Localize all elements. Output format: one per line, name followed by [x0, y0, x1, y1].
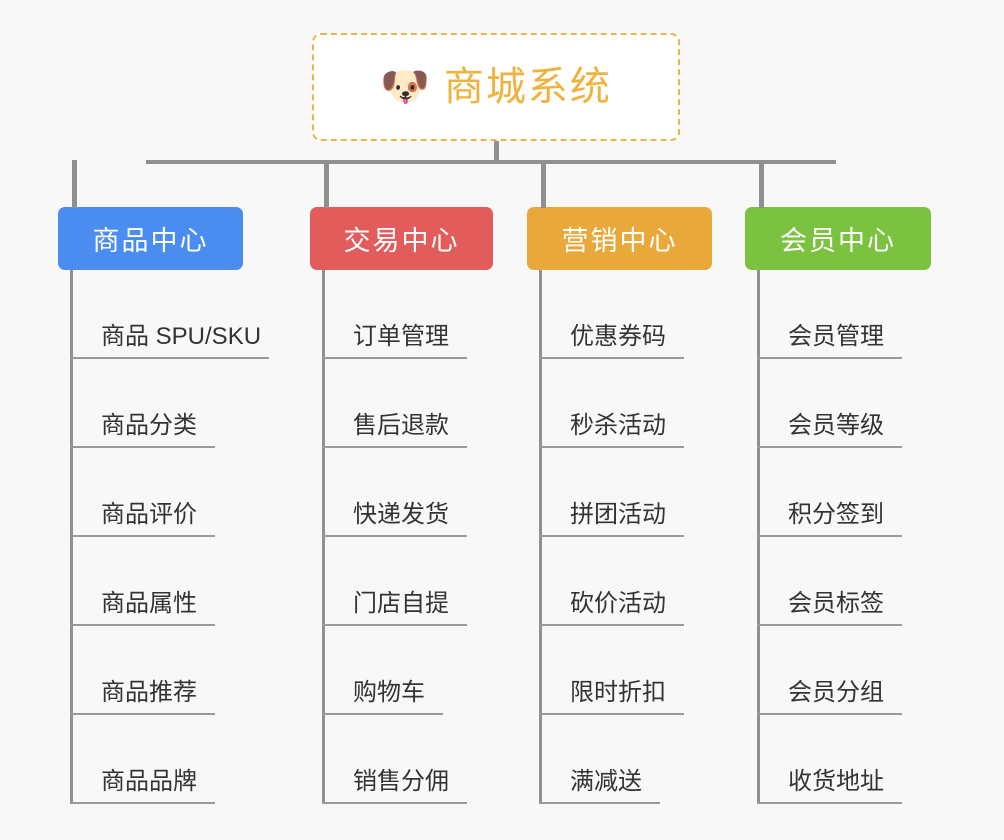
connector-root-stem: [494, 141, 499, 163]
leaf-label: 会员管理: [788, 323, 884, 351]
branch-member-center: 会员中心会员管理会员等级积分签到会员标签会员分组收货地址: [745, 207, 931, 804]
leaf-underline: [70, 802, 215, 804]
leaf-item[interactable]: 商品品牌: [58, 715, 243, 804]
leaf-label: 会员标签: [788, 590, 884, 618]
leaf-item[interactable]: 会员等级: [745, 359, 931, 448]
leaf-underline: [757, 624, 902, 626]
branch-trade-center: 交易中心订单管理售后退款快递发货门店自提购物车销售分佣: [310, 207, 493, 804]
leaf-item[interactable]: 订单管理: [310, 270, 493, 359]
leaf-underline: [757, 802, 902, 804]
connector-drop-trade-center: [324, 160, 329, 208]
branch-spine-product-center: [70, 270, 73, 804]
branch-spine-trade-center: [322, 270, 325, 804]
branch-items-member-center: 会员管理会员等级积分签到会员标签会员分组收货地址: [745, 270, 931, 804]
leaf-item[interactable]: 会员管理: [745, 270, 931, 359]
leaf-label: 商品分类: [101, 412, 197, 440]
leaf-underline: [322, 713, 443, 715]
leaf-underline: [322, 802, 467, 804]
leaf-underline: [539, 446, 684, 448]
leaf-item[interactable]: 商品推荐: [58, 626, 243, 715]
leaf-label: 售后退款: [353, 412, 449, 440]
leaf-label: 秒杀活动: [570, 412, 666, 440]
branch-items-trade-center: 订单管理售后退款快递发货门店自提购物车销售分佣: [310, 270, 493, 804]
leaf-underline: [70, 535, 215, 537]
leaf-item[interactable]: 收货地址: [745, 715, 931, 804]
leaf-item[interactable]: 门店自提: [310, 537, 493, 626]
leaf-label: 拼团活动: [570, 501, 666, 529]
leaf-item[interactable]: 会员标签: [745, 537, 931, 626]
leaf-label: 购物车: [353, 679, 425, 707]
leaf-label: 商品评价: [101, 501, 197, 529]
connector-drop-member-center: [759, 160, 764, 208]
branch-spine-member-center: [757, 270, 760, 804]
leaf-item[interactable]: 快递发货: [310, 448, 493, 537]
leaf-label: 商品 SPU/SKU: [101, 323, 262, 351]
leaf-underline: [757, 713, 902, 715]
leaf-item[interactable]: 购物车: [310, 626, 493, 715]
branch-marketing-center: 营销中心优惠券码秒杀活动拼团活动砍价活动限时折扣满减送: [527, 207, 712, 804]
leaf-underline: [70, 713, 215, 715]
leaf-underline: [70, 446, 215, 448]
connector-drop-marketing-center: [541, 160, 546, 208]
leaf-label: 订单管理: [353, 323, 449, 351]
branch-header-member-center[interactable]: 会员中心: [745, 207, 931, 270]
leaf-underline: [539, 624, 684, 626]
leaf-item[interactable]: 限时折扣: [527, 626, 712, 715]
leaf-item[interactable]: 商品评价: [58, 448, 243, 537]
leaf-underline: [70, 624, 215, 626]
branch-header-marketing-center[interactable]: 营销中心: [527, 207, 712, 270]
leaf-underline: [757, 357, 902, 359]
leaf-label: 砍价活动: [570, 590, 666, 618]
leaf-label: 限时折扣: [570, 679, 666, 707]
leaf-item[interactable]: 商品分类: [58, 359, 243, 448]
leaf-underline: [322, 535, 467, 537]
leaf-item[interactable]: 积分签到: [745, 448, 931, 537]
leaf-item[interactable]: 商品属性: [58, 537, 243, 626]
leaf-label: 销售分佣: [353, 768, 449, 796]
leaf-underline: [539, 357, 684, 359]
leaf-underline: [757, 446, 902, 448]
leaf-label: 优惠券码: [570, 323, 666, 351]
leaf-item[interactable]: 满减送: [527, 715, 712, 804]
leaf-underline: [70, 357, 269, 359]
branch-header-product-center[interactable]: 商品中心: [58, 207, 243, 270]
connector-drop-product-center: [72, 160, 77, 208]
root-node-商城系统[interactable]: 🐶 商城系统: [312, 33, 680, 141]
branch-header-trade-center[interactable]: 交易中心: [310, 207, 493, 270]
leaf-label: 商品属性: [101, 590, 197, 618]
leaf-underline: [539, 802, 660, 804]
shiba-dog-face-icon: 🐶: [380, 65, 430, 109]
leaf-item[interactable]: 售后退款: [310, 359, 493, 448]
root-title: 商城系统: [443, 65, 612, 109]
leaf-item[interactable]: 优惠券码: [527, 270, 712, 359]
connector-horizontal-bar: [146, 160, 836, 164]
leaf-underline: [757, 535, 902, 537]
leaf-label: 快递发货: [353, 501, 449, 529]
branch-spine-marketing-center: [539, 270, 542, 804]
branch-items-marketing-center: 优惠券码秒杀活动拼团活动砍价活动限时折扣满减送: [527, 270, 712, 804]
branch-product-center: 商品中心商品 SPU/SKU 商品分类商品评价商品属性商品推荐商品品牌: [58, 207, 269, 804]
leaf-label: 门店自提: [353, 590, 449, 618]
leaf-label: 收货地址: [788, 768, 884, 796]
leaf-item[interactable]: 销售分佣: [310, 715, 493, 804]
leaf-underline: [539, 535, 684, 537]
leaf-label: 满减送: [570, 768, 642, 796]
leaf-item[interactable]: 商品 SPU/SKU: [58, 270, 269, 359]
leaf-underline: [322, 624, 467, 626]
leaf-underline: [322, 357, 467, 359]
leaf-underline: [539, 713, 684, 715]
branch-items-product-center: 商品 SPU/SKU 商品分类商品评价商品属性商品推荐商品品牌: [58, 270, 269, 804]
leaf-item[interactable]: 拼团活动: [527, 448, 712, 537]
leaf-underline: [322, 446, 467, 448]
leaf-label: 商品推荐: [101, 679, 197, 707]
leaf-item[interactable]: 秒杀活动: [527, 359, 712, 448]
leaf-label: 会员分组: [788, 679, 884, 707]
leaf-label: 积分签到: [788, 501, 884, 529]
leaf-label: 商品品牌: [101, 768, 197, 796]
leaf-label: 会员等级: [788, 412, 884, 440]
leaf-item[interactable]: 砍价活动: [527, 537, 712, 626]
leaf-item[interactable]: 会员分组: [745, 626, 931, 715]
